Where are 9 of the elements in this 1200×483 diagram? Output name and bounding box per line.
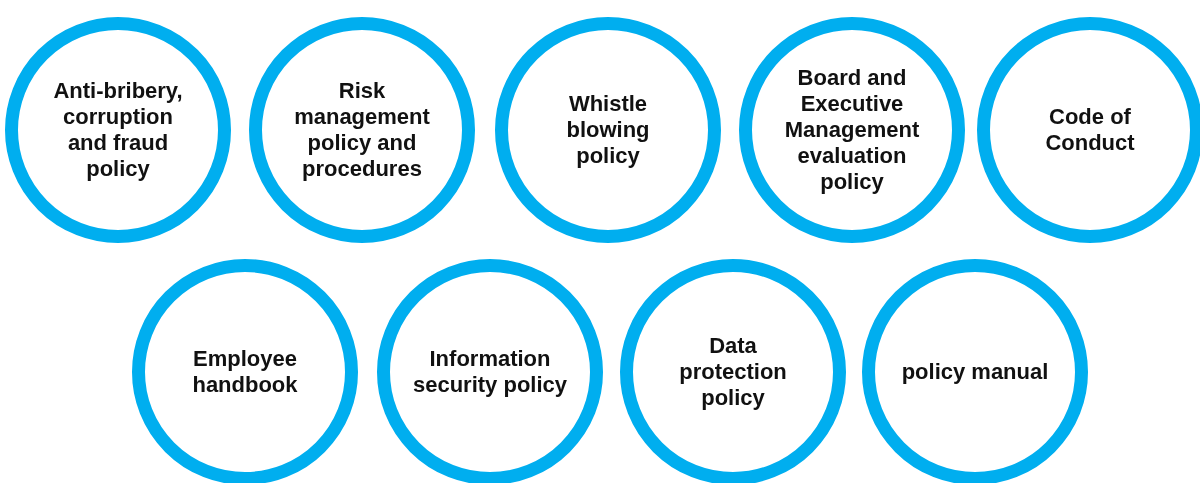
policy-label: Code of Conduct (1044, 104, 1136, 156)
policy-label: Risk management policy and procedures (293, 78, 431, 182)
policy-label: Whistle blowing policy (565, 91, 651, 169)
policy-label: Board and Executive Management evaluation policy (783, 65, 921, 195)
policy-label: Anti-bribery, corruption and fraud policy (52, 78, 184, 182)
policy-label: Information security policy (411, 346, 569, 398)
policy-label: policy manual (900, 359, 1050, 385)
policy-label: Data protection policy (678, 333, 788, 411)
policy-label: Employee handbook (191, 346, 299, 398)
